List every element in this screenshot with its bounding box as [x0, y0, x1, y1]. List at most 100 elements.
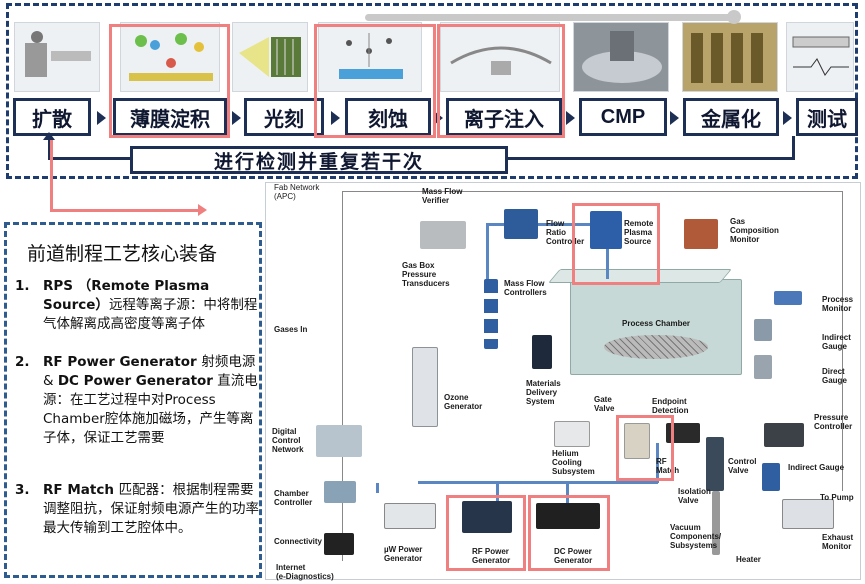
rf-match [624, 423, 650, 459]
mass-flow-controllers [484, 279, 498, 349]
indirect-gauge-right-device [754, 319, 772, 341]
network-line [342, 191, 842, 192]
dc-power-generator [536, 503, 600, 529]
gas-pipe [486, 223, 489, 293]
label-connectivity: Connectivity [274, 537, 323, 546]
diffusion-thumbnail [14, 22, 100, 92]
helium-cooling-subsystem [554, 421, 590, 447]
label-remote-plasma-source: Remote Plasma Source [624, 219, 654, 246]
label-gate-valve: Gate Valve [594, 395, 615, 413]
core-equipment-panel: 前道制程工艺核心装备 1. RPS （Remote Plasma Source）… [4, 222, 262, 578]
highlight-deposition [109, 24, 230, 138]
item-number: 2. [15, 354, 30, 370]
highlight-dc-power [528, 495, 610, 571]
power-pipe [656, 443, 659, 483]
network-line [342, 191, 343, 561]
label-internet: Internet (e-Diagnostics) [276, 563, 334, 581]
cmp-thumbnail [573, 22, 669, 92]
label-isolation-valve: Isolation Valve [678, 487, 711, 505]
item-number: 1. [15, 278, 30, 294]
mass-flow-verifier [420, 221, 466, 249]
highlight-rf-match [616, 415, 674, 481]
digital-control-network [316, 425, 362, 457]
network-line [842, 191, 843, 491]
deposition-thumbnail [120, 22, 220, 92]
ozone-generator [412, 347, 438, 427]
loop-label: 进行检测并重复若干次 [130, 146, 508, 174]
label-indirect-gauge: Indirect Gauge [788, 463, 845, 472]
ion-implant-thumbnail [440, 22, 560, 92]
etch-thumbnail [318, 22, 422, 92]
loop-line-right [507, 157, 794, 160]
lithography-thumbnail [232, 22, 308, 92]
item-number: 3. [15, 482, 30, 498]
vacuum-line [712, 491, 720, 555]
arrow-icon [566, 111, 575, 125]
process-flow-frame [6, 3, 858, 179]
item-desc: 远程等离子源：中将制程气体解离成高密度等离子体 [43, 297, 258, 332]
list-item: 1. RPS （Remote Plasma Source）远程等离子源：中将制程… [15, 277, 261, 334]
power-pipe [376, 483, 379, 493]
label-exhaust-monitor: Exhaust Monitor [822, 533, 854, 551]
step-lithography: 光刻 [244, 98, 324, 136]
step-cmp: CMP [579, 98, 667, 136]
loop-line-up [792, 136, 795, 160]
label-mass-flow-verifier: Mass Flow Verifier [422, 187, 463, 205]
step-test: 测试 [796, 98, 858, 136]
connector-line [50, 140, 53, 212]
power-pipe [418, 481, 658, 484]
list-item: 2. RF Power Generator 射频电源 & DC Power Ge… [15, 353, 261, 448]
gas-pipe [486, 223, 606, 226]
label-indirect-gauge-right: Indirect Gauge [822, 333, 851, 351]
loop-line-left [48, 136, 51, 158]
highlight-ion-implant [437, 24, 565, 138]
label-control-valve: Control Valve [728, 457, 757, 475]
label-gases-in: Gases In [274, 325, 308, 334]
label-vacuum-components: Vacuum Components/ Subsystems [670, 523, 722, 550]
flow-ratio-controller [504, 209, 538, 239]
label-fab-network: Fab Network (APC) [274, 183, 320, 201]
label-to-pump: To Pump [820, 493, 854, 502]
rf-power-generator [462, 501, 512, 533]
item-term: RF Match [43, 482, 119, 498]
label-dc-power: DC Power Generator [554, 547, 593, 565]
label-rf-match: RF Match [656, 457, 680, 475]
label-chamber-controller: Chamber Controller [274, 489, 313, 507]
item-desc: 射频电源 & [43, 354, 256, 389]
process-chamber [570, 279, 742, 375]
equipment-diagram: Fab Network (APC) Mass Flow Verifier Flo… [265, 182, 861, 581]
arrow-icon [783, 111, 792, 125]
loop-arrow-icon [43, 132, 55, 140]
test-thumbnail [786, 22, 854, 92]
connector-line [50, 209, 200, 212]
item-desc: 直流电源：在工艺过程中对Process Chamber腔体施加磁场，产生等离子体… [43, 373, 258, 446]
label-pressure-controller: Pressure Controller [814, 413, 853, 431]
step-metallization: 金属化 [683, 98, 779, 136]
label-endpoint-detection: Endpoint Detection [652, 397, 689, 415]
arrow-icon [670, 111, 679, 125]
list-item: 3. RF Match 匹配器：根据制程需要调整阻抗，保证射频电源产生的功率最大… [15, 481, 261, 538]
highlight-rf-power [446, 495, 526, 571]
label-heater: Heater [736, 555, 761, 564]
label-flow-ratio-controller: Flow Ratio Controller [546, 219, 585, 246]
connector-arrow-icon [198, 204, 207, 216]
connectivity-device [324, 533, 354, 555]
label-process-chamber: Process Chamber [622, 319, 691, 328]
endpoint-detection-unit [666, 423, 700, 443]
label-materials-delivery: Materials Delivery System [526, 379, 561, 406]
uw-power-generator [384, 503, 436, 529]
item-term: RPS （Remote Plasma Source） [43, 278, 210, 313]
metallization-thumbnail [682, 22, 778, 92]
label-helium-cooling: Helium Cooling Subsystem [552, 449, 595, 476]
arrow-icon [97, 111, 106, 125]
label-gas-composition-monitor: Gas Composition Monitor [730, 217, 779, 244]
gas-pipe [606, 223, 609, 279]
loop-line-bottom [48, 157, 132, 160]
label-ozone-generator: Ozone Generator [444, 393, 483, 411]
decorative-bar [365, 14, 737, 21]
step-etch: 刻蚀 [345, 98, 431, 136]
step-ion-implant: 离子注入 [446, 98, 562, 136]
materials-delivery-system [532, 335, 552, 369]
label-mass-flow-controllers: Mass Flow Controllers [504, 279, 547, 297]
exhaust-monitor-device [782, 499, 834, 529]
